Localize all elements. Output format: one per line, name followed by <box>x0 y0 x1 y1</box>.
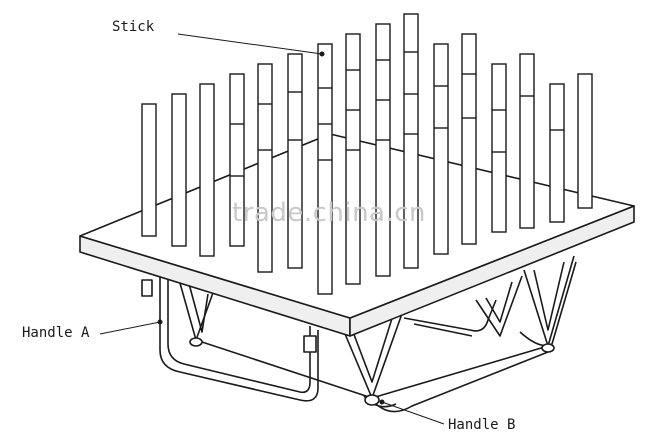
stick <box>519 53 535 229</box>
sticks <box>141 13 593 295</box>
stick <box>141 103 157 237</box>
stick <box>491 63 507 233</box>
stick-label: Stick <box>112 19 155 35</box>
tab-front <box>303 335 317 353</box>
stick <box>461 33 477 245</box>
stick <box>199 83 215 257</box>
handle-a-leader <box>99 321 161 335</box>
stick <box>345 33 361 285</box>
handle-b-leader <box>381 401 445 425</box>
handle-a-label: Handle A <box>22 325 90 341</box>
stick <box>549 83 565 223</box>
stick <box>317 43 333 295</box>
handle-a-frame <box>159 272 319 402</box>
tab-left <box>141 279 153 297</box>
watermark-text: trade.china.cn <box>232 198 427 228</box>
stick <box>403 13 419 269</box>
stick-joints <box>230 51 564 177</box>
stick <box>375 23 391 277</box>
stick <box>287 53 303 269</box>
stick <box>577 73 593 209</box>
stick-leader <box>177 33 323 55</box>
stick <box>229 73 245 247</box>
stick <box>171 93 187 247</box>
axle-middle <box>364 394 380 406</box>
handle-b-frame <box>403 299 497 332</box>
handle-b-label: Handle B <box>448 417 516 433</box>
stick <box>433 43 449 255</box>
leg-right-2 <box>523 255 575 347</box>
stick <box>257 63 273 273</box>
axle-left <box>189 337 203 347</box>
leg-right-1 <box>475 275 523 337</box>
leader-lines <box>99 33 445 425</box>
axle-right <box>541 343 555 353</box>
frame-legs <box>141 255 577 413</box>
